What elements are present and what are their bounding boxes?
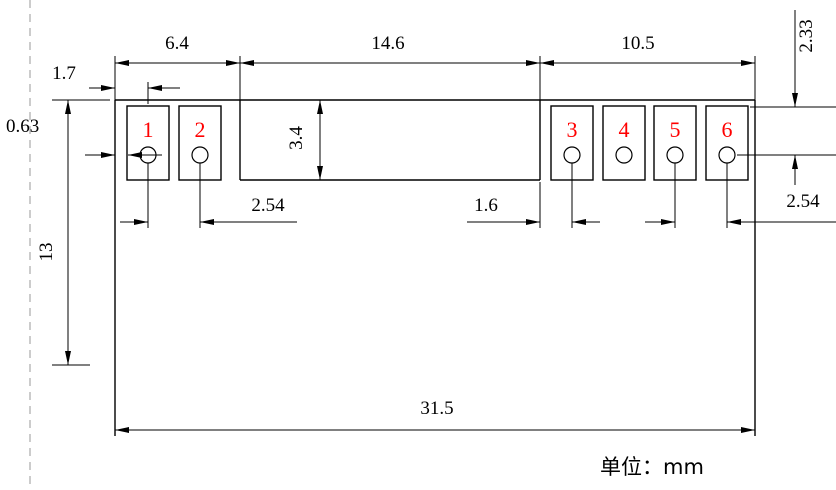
dim-label: 2.54	[251, 195, 285, 216]
dim-overall-height: 13	[36, 99, 110, 366]
pad-hole	[666, 146, 684, 164]
dim-overall-width: 31.5	[115, 398, 755, 433]
pad-hole	[615, 146, 633, 164]
dim-label: 2.54	[786, 191, 820, 212]
dim-left-pad-pitch: 2.54	[120, 163, 297, 228]
pad-number: 1	[143, 117, 154, 142]
dim-edge-to-pad-margin: 0.63	[6, 116, 162, 158]
pad-rect	[602, 105, 646, 181]
pad-hole	[718, 146, 736, 164]
dim-center-section-width: 14.6	[240, 33, 540, 66]
pad-number: 3	[567, 117, 578, 142]
dim-label: 2.33	[796, 19, 817, 52]
dim-label: 6.4	[165, 33, 189, 54]
dim-label: 31.5	[420, 398, 453, 419]
dim-left-section-width: 6.4	[115, 33, 240, 66]
dim-label: 10.5	[621, 33, 654, 54]
unit-note: 单位：mm	[600, 455, 704, 479]
dim-label: 14.6	[371, 33, 404, 54]
pad-number: 5	[670, 117, 681, 142]
part-outline	[114, 99, 756, 436]
dim-right-section-width: 10.5	[540, 33, 755, 66]
dim-pad-top-to-hole: 2.33	[737, 10, 836, 185]
pad-6: 6	[705, 105, 749, 181]
dim-label: 1.7	[52, 63, 76, 84]
pad-number: 4	[619, 117, 630, 142]
pad-4: 4	[602, 105, 646, 181]
pad-number: 6	[722, 117, 733, 142]
dim-right-pad-pitch: 2.54	[645, 163, 836, 228]
pad-hole	[563, 146, 581, 164]
pad-number: 2	[195, 117, 206, 142]
dim-label: 13	[36, 243, 57, 262]
dim-label: 0.63	[6, 116, 39, 137]
dim-center-slot-height: 3.4	[286, 100, 323, 180]
dim-edge-to-pad1-center: 1.7	[52, 63, 180, 91]
dim-label: 3.4	[286, 126, 307, 150]
pad-hole	[191, 146, 209, 164]
dim-label: 1.6	[474, 195, 498, 216]
dim-slot-to-pad3: 1.6	[467, 163, 600, 228]
